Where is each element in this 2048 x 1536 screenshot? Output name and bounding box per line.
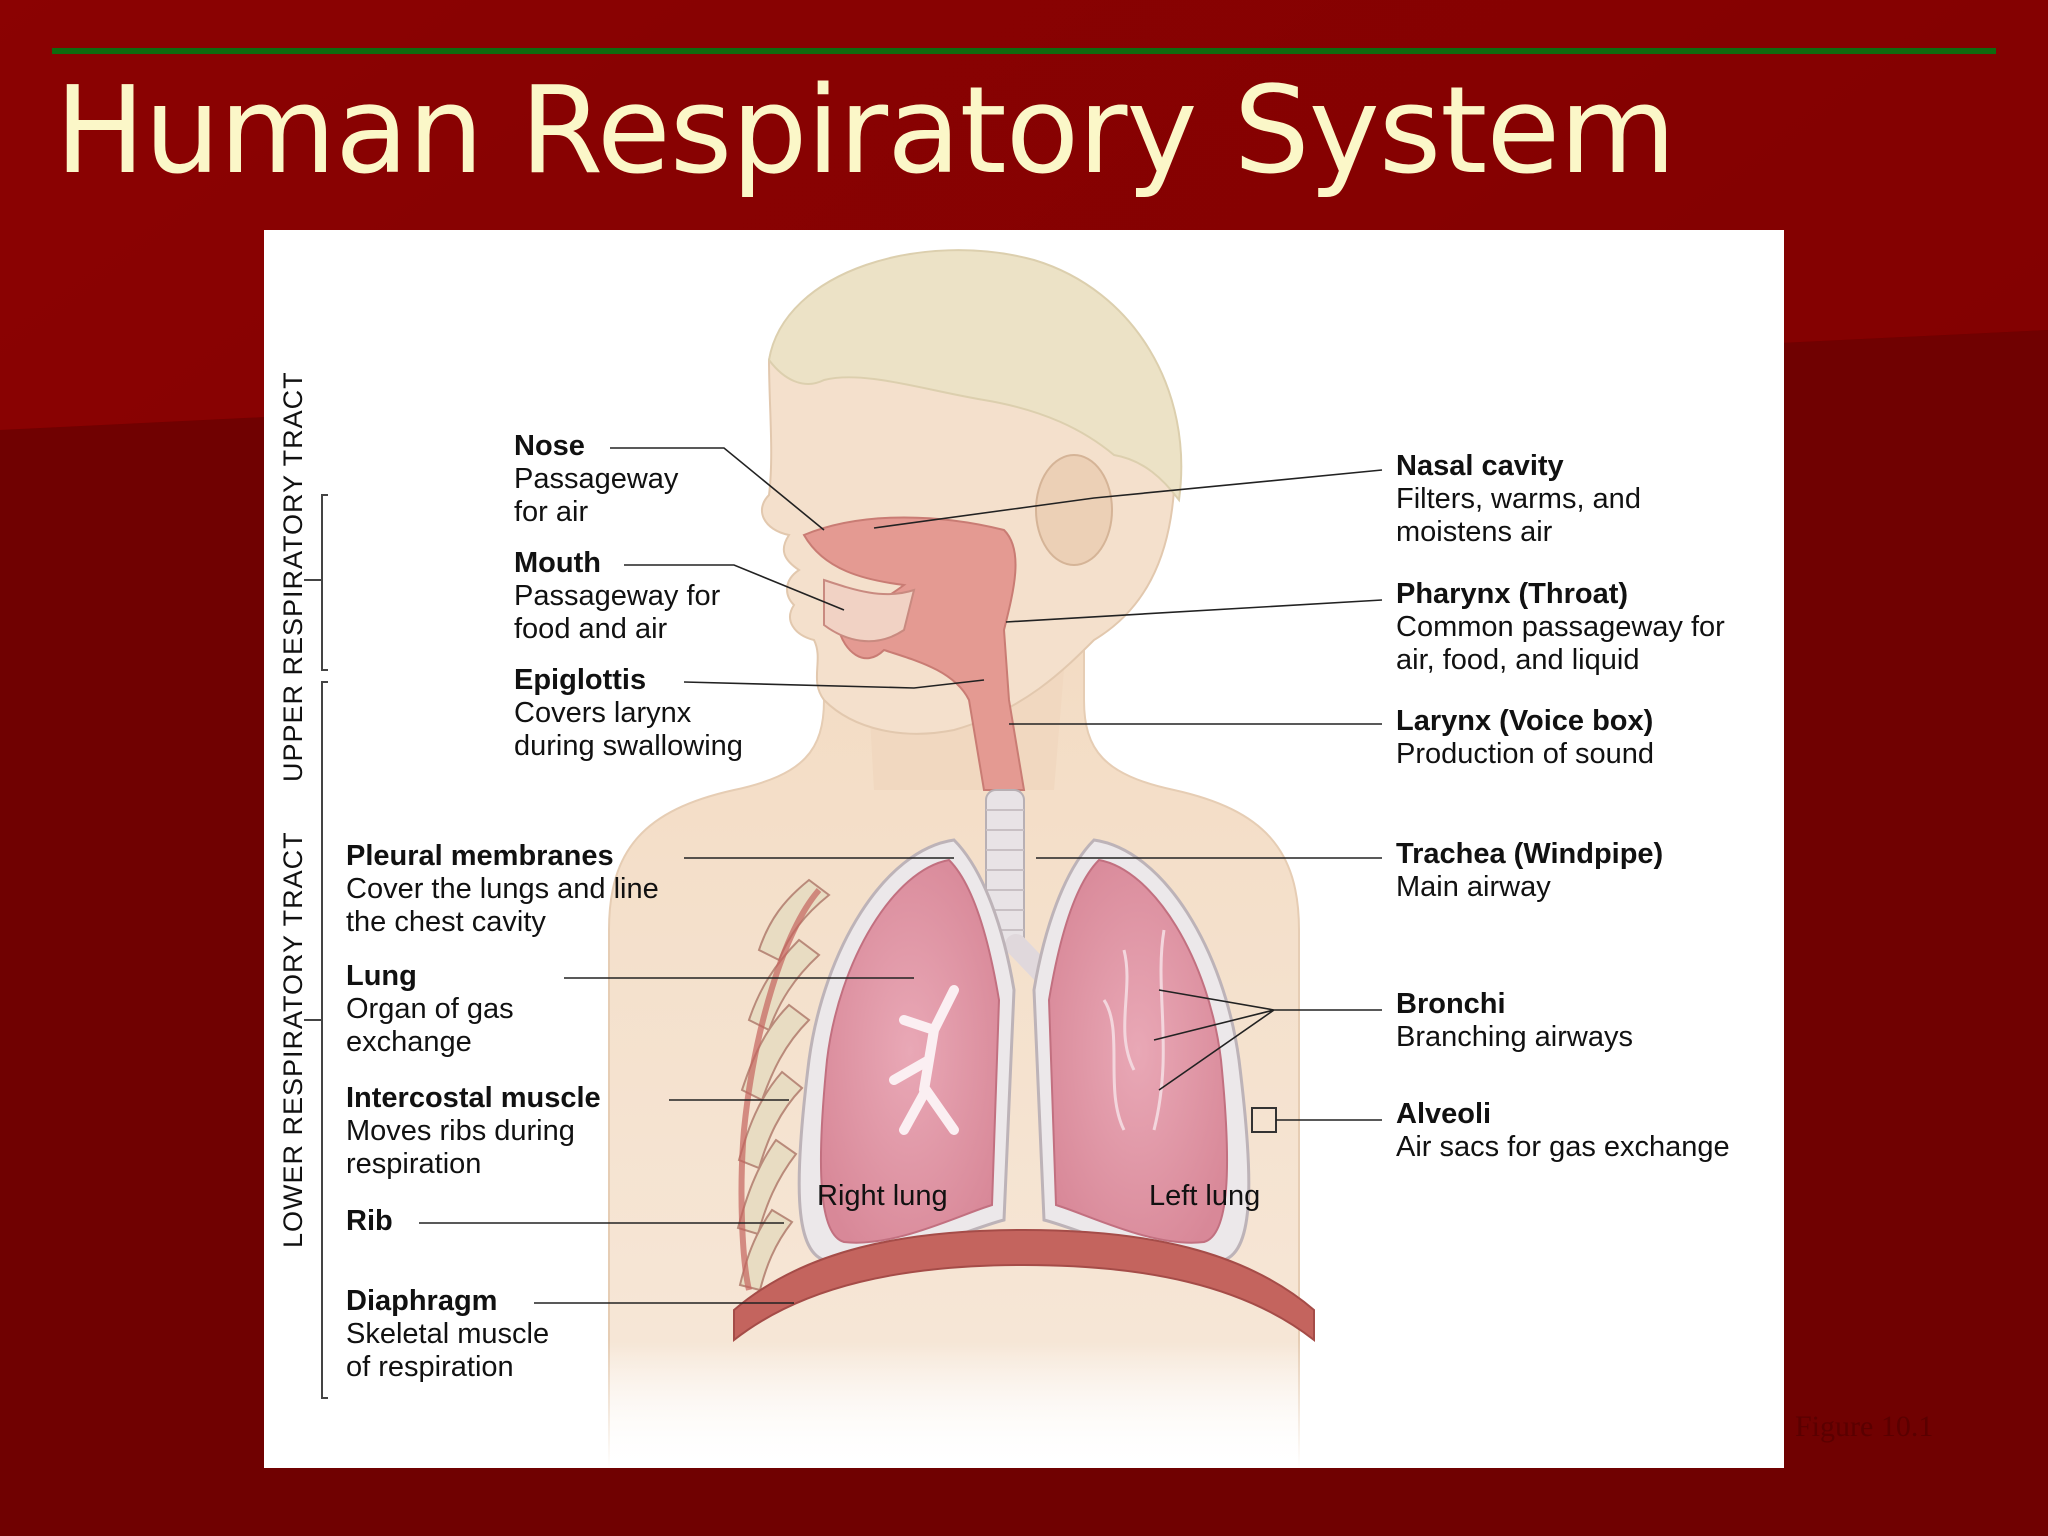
leader-lines: [419, 447, 1383, 1304]
title-rule: [52, 48, 1996, 54]
left-lung-label: Left lung: [1149, 1180, 1261, 1212]
label-pharynx-desc2: air, food, and liquid: [1396, 644, 1640, 676]
upper-tract-label: UPPER RESPIRATORY TRACT: [278, 371, 308, 782]
label-alveoli: Alveoli Air sacs for gas exchange: [1396, 1098, 1730, 1164]
label-mouth-desc2: food and air: [514, 613, 668, 645]
bronchial-tree: [889, 985, 959, 1135]
lower-tract-label: LOWER RESPIRATORY TRACT: [278, 831, 308, 1248]
label-pharynx-title: Pharynx (Throat): [1396, 578, 1629, 610]
slide-title: Human Respiratory System: [55, 62, 1676, 201]
label-trachea-desc1: Main airway: [1396, 871, 1551, 903]
label-intercostal: Intercostal muscle Moves ribs during res…: [346, 1082, 601, 1181]
label-intercostal-desc1: Moves ribs during: [346, 1115, 575, 1147]
label-mouth-title: Mouth: [514, 547, 601, 579]
respiratory-diagram: UPPER RESPIRATORY TRACT LOWER RESPIRATOR…: [264, 230, 1784, 1468]
label-nasal-title: Nasal cavity: [1396, 450, 1564, 482]
ear: [1035, 454, 1113, 566]
label-nose: Nose Passageway for air: [514, 430, 678, 529]
label-pleural-desc1: Cover the lungs and line: [346, 873, 659, 905]
label-trachea: Trachea (Windpipe) Main airway: [1396, 838, 1663, 904]
label-lung-desc1: Organ of gas: [346, 993, 514, 1025]
right-lung: [819, 858, 1001, 1244]
label-intercostal-title: Intercostal muscle: [346, 1082, 601, 1114]
label-lung-title: Lung: [346, 960, 417, 992]
label-alveoli-desc1: Air sacs for gas exchange: [1396, 1131, 1730, 1163]
label-rib: Rib: [346, 1205, 393, 1238]
label-alveoli-title: Alveoli: [1396, 1098, 1492, 1130]
label-epiglottis-desc2: during swallowing: [514, 730, 743, 762]
label-lung-desc2: exchange: [346, 1026, 472, 1058]
label-larynx: Larynx (Voice box) Production of sound: [1396, 705, 1654, 771]
label-nose-title: Nose: [514, 430, 585, 462]
label-bronchi-desc1: Branching airways: [1396, 1021, 1633, 1053]
label-intercostal-desc2: respiration: [346, 1148, 482, 1180]
anatomy-illustration: [264, 249, 1784, 1468]
label-pharynx-desc1: Common passageway for: [1396, 611, 1725, 643]
label-diaphragm: Diaphragm Skeletal muscle of respiration: [346, 1285, 549, 1384]
intercostal-band: [738, 888, 822, 1291]
label-mouth-desc1: Passageway for: [514, 580, 721, 612]
label-nasal-cavity: Nasal cavity Filters, warms, and moisten…: [1396, 450, 1641, 549]
label-diaphragm-desc2: of respiration: [346, 1351, 514, 1383]
label-bronchi-title: Bronchi: [1396, 988, 1506, 1020]
label-pleural: Pleural membranes Cover the lungs and li…: [346, 840, 659, 939]
label-larynx-desc1: Production of sound: [1396, 738, 1654, 770]
right-lung-label: Right lung: [817, 1180, 948, 1212]
label-diaphragm-desc1: Skeletal muscle: [346, 1318, 550, 1350]
label-trachea-title: Trachea (Windpipe): [1396, 838, 1664, 870]
label-pharynx: Pharynx (Throat) Common passageway for a…: [1396, 578, 1725, 677]
airway-upper: [802, 516, 1026, 791]
left-lung: [1047, 858, 1229, 1244]
label-nose-desc1: Passageway: [514, 463, 679, 495]
label-nose-desc2: for air: [514, 496, 589, 528]
label-rib-title: Rib: [346, 1205, 393, 1237]
label-pleural-desc2: the chest cavity: [346, 906, 546, 938]
label-epiglottis: Epiglottis Covers larynx during swallowi…: [514, 664, 743, 763]
figure-caption: Figure 10.1: [1795, 1410, 1934, 1443]
label-pleural-title: Pleural membranes: [346, 840, 614, 872]
label-mouth: Mouth Passageway for food and air: [514, 547, 720, 646]
label-lung: Lung Organ of gas exchange: [346, 960, 514, 1059]
label-bronchi: Bronchi Branching airways: [1396, 988, 1633, 1054]
label-epiglottis-title: Epiglottis: [514, 664, 647, 696]
label-nasal-desc2: moistens air: [1396, 516, 1553, 548]
label-nasal-desc1: Filters, warms, and: [1396, 483, 1641, 515]
lung-vessels: [1102, 929, 1166, 1131]
label-larynx-title: Larynx (Voice box): [1396, 705, 1654, 737]
label-diaphragm-title: Diaphragm: [346, 1285, 498, 1317]
label-epiglottis-desc1: Covers larynx: [514, 697, 692, 729]
oral-cavity: [823, 578, 916, 643]
tract-brackets: [304, 494, 328, 1399]
hair: [767, 249, 1183, 503]
